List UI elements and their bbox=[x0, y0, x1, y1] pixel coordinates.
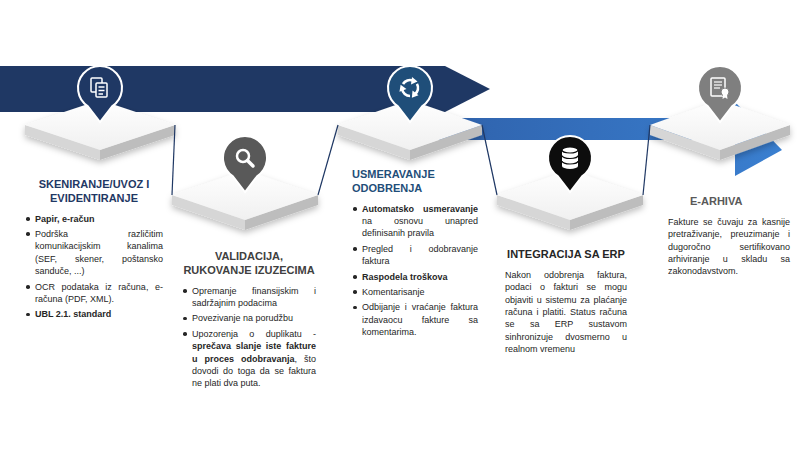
tile-space bbox=[497, 170, 643, 230]
step-heading: SKENIRANJE/UVOZ I EVIDENTIRANJE bbox=[25, 178, 163, 206]
flow-band bbox=[400, 102, 782, 176]
step-text-line: Opremanje finansijskim i sadržajnim poda… bbox=[192, 285, 316, 310]
bullet-dot bbox=[26, 217, 30, 221]
bullet-item: Automatsko usmeravanje na osnovu unapred… bbox=[352, 203, 478, 240]
step-text-line: Upozorenja o duplikatu - sprečava slanje… bbox=[192, 328, 316, 390]
tile-space bbox=[650, 100, 790, 160]
step-text: E-ARHIVA Fakture se čuvaju za kasnije pre… bbox=[650, 195, 790, 278]
bullet-item: OCR podataka iz računa, e-računa (PDF, X… bbox=[25, 281, 163, 306]
platform-tile bbox=[650, 100, 790, 160]
step-text: SKENIRANJE/UVOZ I EVIDENTIRANJE Papir, e-… bbox=[25, 178, 175, 321]
bullet-item: Upozorenja o duplikatu - sprečava slanje… bbox=[182, 328, 316, 390]
bullet-item: Podrška različitim komunikacijskim kanal… bbox=[25, 228, 163, 278]
step-text-line: Automatsko usmeravanje na osnovu unapred… bbox=[362, 203, 478, 240]
platform-tile bbox=[338, 100, 482, 160]
step-text: VALIDACIJA, RUKOVANJE IZUZECIMA Opremanje… bbox=[172, 250, 318, 390]
step-text-line: Komentarisanje bbox=[362, 286, 478, 298]
bullet-dot bbox=[183, 289, 187, 293]
connector-line bbox=[318, 125, 338, 195]
tile-space bbox=[25, 100, 175, 160]
process-step: E-ARHIVA Fakture se čuvaju za kasnije pre… bbox=[650, 100, 790, 281]
bullet-dot bbox=[353, 247, 357, 251]
bullet-dot bbox=[183, 317, 187, 321]
certificate-icon bbox=[711, 78, 729, 99]
connector-line bbox=[482, 125, 497, 195]
bullet-dot bbox=[26, 232, 30, 236]
step-heading: VALIDACIJA, RUKOVANJE IZUZECIMA bbox=[182, 250, 316, 278]
recycle-icon bbox=[397, 77, 423, 100]
process-step: SKENIRANJE/UVOZ I EVIDENTIRANJE Papir, e-… bbox=[25, 100, 175, 324]
tile-space bbox=[172, 170, 318, 230]
bullet-dot bbox=[353, 275, 357, 279]
text-run: Automatsko usmeravanje bbox=[362, 204, 478, 214]
step-heading: USMERAVANJE ODOBRENJA bbox=[352, 168, 478, 196]
step-text-line: Odbijanje i vraćanje faktura izdavaocu f… bbox=[362, 301, 478, 338]
bullet-item: Raspodela troškova bbox=[352, 271, 478, 283]
connector-line bbox=[643, 125, 650, 195]
step-text-line: Podrška različitim komunikacijskim kanal… bbox=[35, 228, 163, 278]
connector-line bbox=[172, 125, 175, 195]
bullet-dot bbox=[353, 306, 357, 310]
platform-tile bbox=[172, 170, 318, 230]
step-text-line: Papir, e-račun bbox=[35, 213, 163, 225]
process-step: INTEGRACIJA SA ERP Nakon odobrenja faktur… bbox=[497, 170, 643, 359]
step-text: INTEGRACIJA SA ERP Nakon odobrenja faktur… bbox=[497, 248, 643, 356]
database-icon bbox=[562, 147, 578, 169]
magnifier-icon bbox=[237, 150, 253, 166]
map-pin bbox=[548, 136, 592, 192]
step-text-line: OCR podataka iz računa, e-računa (PDF, X… bbox=[35, 281, 163, 306]
bullet-dot bbox=[183, 332, 187, 336]
bullet-item: Povezivanje na porudžbu bbox=[182, 312, 316, 324]
body-block: Nakon odobrenja faktura, podaci o faktur… bbox=[505, 269, 627, 356]
process-step: VALIDACIJA, RUKOVANJE IZUZECIMA Opremanje… bbox=[172, 170, 318, 393]
bullet-item: Papir, e-račun bbox=[25, 213, 163, 225]
bullet-dot bbox=[353, 290, 357, 294]
step-heading: INTEGRACIJA SA ERP bbox=[505, 248, 627, 262]
bullet-item: Odbijanje i vraćanje faktura izdavaocu f… bbox=[352, 301, 478, 338]
map-pin bbox=[388, 66, 432, 122]
step-text: USMERAVANJE ODOBRENJA Automatsko usmerava… bbox=[338, 168, 482, 339]
step-text-line: Povezivanje na porudžbu bbox=[192, 312, 316, 324]
bullet-dot bbox=[26, 313, 30, 317]
step-text-line: Fakture se čuvaju za kasnije pretraživan… bbox=[668, 216, 790, 278]
map-pin bbox=[223, 136, 267, 192]
step-text-line: Raspodela troškova bbox=[362, 271, 478, 283]
bullet-dot bbox=[26, 285, 30, 289]
bullet-item: Komentarisanje bbox=[352, 286, 478, 298]
platform-tile bbox=[25, 100, 175, 160]
body-block: Fakture se čuvaju za kasnije pretraživan… bbox=[668, 216, 790, 278]
step-text-line: Pregled i odobravanje faktura bbox=[362, 243, 478, 268]
map-pin bbox=[698, 66, 742, 122]
map-pin bbox=[78, 66, 122, 122]
documents-icon bbox=[91, 78, 107, 97]
step-text-line: Nakon odobrenja faktura, podaci o faktur… bbox=[505, 269, 627, 356]
bullet-item: Pregled i odobravanje faktura bbox=[352, 243, 478, 268]
bullet-item: Opremanje finansijskim i sadržajnim poda… bbox=[182, 285, 316, 310]
bullet-dot bbox=[353, 207, 357, 211]
tile-space bbox=[338, 100, 482, 160]
bullet-item: UBL 2.1. standard bbox=[25, 308, 163, 320]
platform-tile bbox=[497, 170, 643, 230]
text-run: Upozorenja o duplikatu - bbox=[192, 329, 316, 339]
flow-band bbox=[0, 66, 490, 112]
text-run: na osnovu unapred definisanih pravila bbox=[362, 216, 478, 238]
process-step: USMERAVANJE ODOBRENJA Automatsko usmerava… bbox=[338, 100, 482, 342]
step-heading: E-ARHIVA bbox=[668, 195, 790, 209]
step-text-line: UBL 2.1. standard bbox=[35, 308, 163, 320]
